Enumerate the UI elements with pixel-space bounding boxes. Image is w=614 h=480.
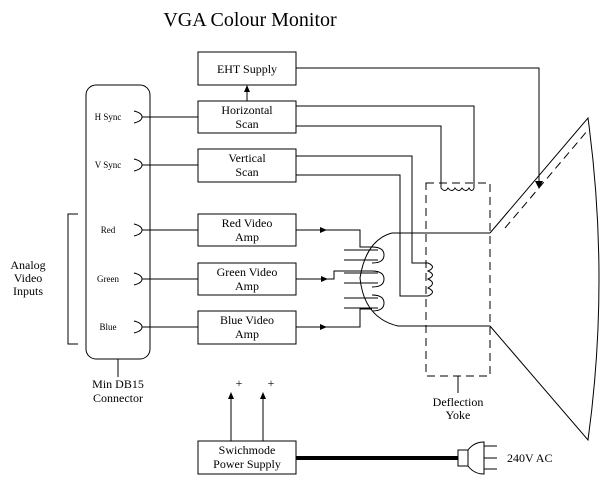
mains-voltage-label: 240V AC bbox=[507, 451, 552, 465]
crt-bell bbox=[489, 116, 600, 442]
crt-neck-end bbox=[359, 232, 399, 327]
green-video-amp-block bbox=[197, 262, 297, 296]
arrow-down-icon bbox=[535, 181, 543, 189]
red-amp-output-line bbox=[296, 229, 372, 248]
pin-label-red: Red bbox=[101, 225, 116, 235]
vscan-label-2: Scan bbox=[235, 165, 258, 179]
socket-icon bbox=[133, 110, 143, 124]
crt-anode-coating bbox=[504, 129, 589, 229]
psu-label-2: Power Supply bbox=[213, 457, 281, 471]
eht-to-anode-line bbox=[296, 67, 540, 183]
analog-inputs-bracket bbox=[67, 213, 78, 345]
electron-gun-red bbox=[344, 246, 385, 264]
vscan-wire-2 bbox=[296, 174, 428, 297]
pin-label-hsync: H Sync bbox=[95, 112, 122, 122]
psu-label-1: Swichmode bbox=[219, 443, 276, 457]
pin-hsync bbox=[133, 110, 198, 124]
arrow-up-icon bbox=[244, 85, 250, 92]
yoke-label-1: Deflection bbox=[433, 395, 484, 409]
blue-amp-label-2: Amp bbox=[235, 327, 259, 341]
arrow-up-icon bbox=[260, 392, 266, 399]
connector-label-line1: Min DB15 bbox=[92, 377, 144, 391]
green-amp-label-2: Amp bbox=[235, 279, 259, 293]
horizontal-scan-block bbox=[197, 100, 297, 134]
pin-label-blue: Blue bbox=[100, 322, 117, 332]
pin-blue bbox=[133, 320, 198, 334]
arrow-right-icon bbox=[321, 276, 328, 282]
pin-label-vsync: V Sync bbox=[95, 160, 122, 170]
eht-supply-label: EHT Supply bbox=[217, 62, 277, 76]
horizontal-deflection-coil-icon bbox=[440, 165, 475, 191]
analog-inputs-label-1: Analog bbox=[10, 258, 45, 272]
red-amp-label-1: Red Video bbox=[222, 216, 273, 230]
socket-icon bbox=[133, 272, 143, 286]
db15-connector bbox=[85, 84, 151, 360]
vertical-scan-block bbox=[197, 148, 297, 183]
pin-label-green: Green bbox=[97, 274, 119, 284]
arrow-right-icon bbox=[320, 324, 327, 330]
diagram-title: VGA Colour Monitor bbox=[163, 9, 337, 31]
red-video-amp-block bbox=[197, 213, 297, 247]
arrow-right-icon bbox=[320, 227, 327, 233]
arrow-up-icon bbox=[228, 392, 234, 399]
pin-green bbox=[133, 272, 198, 286]
blue-amp-label-1: Blue Video bbox=[220, 313, 274, 327]
socket-icon bbox=[133, 320, 143, 334]
electron-gun-green bbox=[344, 270, 385, 288]
hscan-wire-2 bbox=[296, 125, 442, 165]
vertical-deflection-coil-icon bbox=[426, 262, 433, 297]
connector-label-line2: Connector bbox=[93, 391, 143, 405]
mains-plug-icon bbox=[457, 441, 497, 475]
green-amp-label-1: Green Video bbox=[217, 265, 278, 279]
electron-gun-blue bbox=[344, 294, 385, 312]
red-amp-label-2: Amp bbox=[235, 230, 259, 244]
socket-icon bbox=[133, 223, 143, 237]
pin-vsync bbox=[133, 158, 198, 172]
psu-output-plus-2: + bbox=[268, 376, 275, 390]
analog-inputs-label-3: Inputs bbox=[13, 284, 43, 298]
hscan-label-2: Scan bbox=[235, 117, 258, 131]
socket-icon bbox=[133, 158, 143, 172]
blue-amp-output-line bbox=[296, 308, 372, 328]
vscan-label-1: Vertical bbox=[228, 151, 266, 165]
switchmode-psu-block bbox=[197, 440, 297, 475]
pin-red bbox=[133, 223, 198, 237]
green-amp-output-line bbox=[296, 270, 372, 280]
psu-output-plus-1: + bbox=[236, 376, 243, 390]
yoke-label-2: Yoke bbox=[446, 408, 471, 422]
deflection-yoke bbox=[425, 182, 491, 377]
analog-inputs-label-2: Video bbox=[14, 271, 43, 285]
vscan-wire-1 bbox=[296, 155, 428, 264]
hscan-label-1: Horizontal bbox=[221, 103, 273, 117]
hscan-wire-1 bbox=[296, 105, 475, 165]
blue-video-amp-block bbox=[197, 310, 297, 345]
